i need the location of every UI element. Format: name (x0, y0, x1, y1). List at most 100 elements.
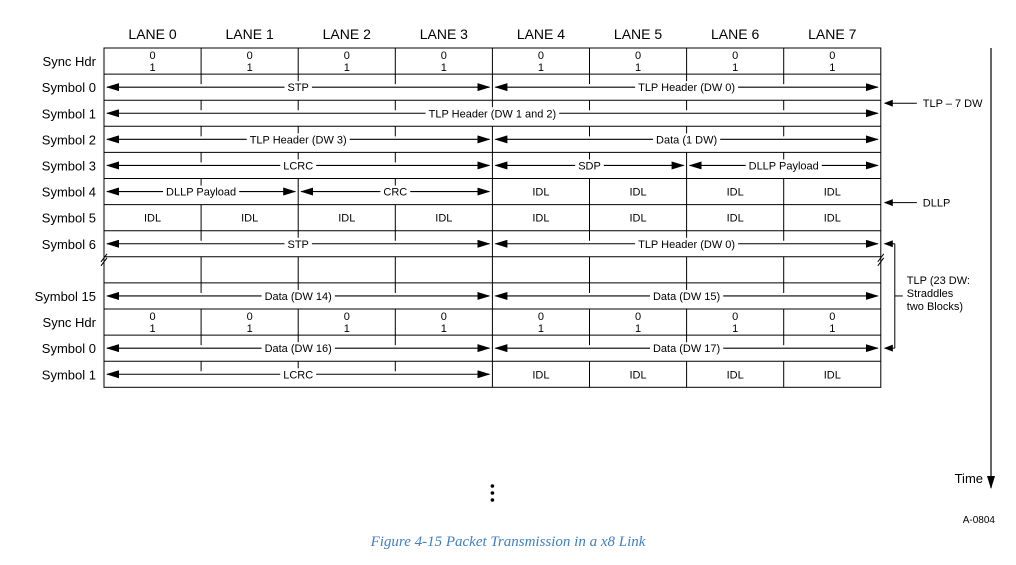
row-symbol-0: Symbol 0 Data (DW 16) Data (DW 17) (42, 341, 879, 356)
sync-bit-1: 1 (441, 323, 447, 335)
lane-grid (103, 47, 882, 388)
sync-bit-0: 0 (441, 311, 447, 323)
lane-header-1: LANE 1 (226, 26, 274, 42)
cell-idl: IDL (435, 213, 452, 225)
span-label-data-dw-14: Data (DW 14) (265, 291, 332, 303)
row-label: Symbol 1 (42, 367, 96, 382)
sync-bit-0: 0 (149, 311, 155, 323)
span-label-bg (745, 159, 822, 172)
continuation-dot (490, 491, 495, 495)
break-mark (877, 257, 885, 267)
cell-idl: IDL (144, 213, 161, 225)
tlp-23dw-label-line: two Blocks) (907, 301, 963, 313)
cell-idl: IDL (727, 369, 744, 381)
span-label-data-dw-16: Data (DW 16) (265, 343, 332, 355)
cell-idl: IDL (629, 213, 646, 225)
lane-header-3: LANE 3 (420, 26, 468, 42)
span-label-stp: STP (287, 239, 308, 251)
break-mark (100, 253, 108, 263)
row-label: Sync Hdr (43, 315, 97, 330)
sync-bit-1: 1 (149, 323, 155, 335)
cell-idl: IDL (338, 213, 355, 225)
lane-headers: LANE 0 LANE 1 LANE 2 LANE 3 LANE 4 LANE 5 LANE… (128, 26, 856, 42)
sync-bit-0: 0 (149, 50, 155, 62)
span-label-bg (649, 342, 724, 355)
span-label-tlp-header-dw-3: TLP Header (DW 3) (250, 134, 347, 146)
sync-bit-0: 0 (344, 50, 350, 62)
break-mark (877, 253, 885, 263)
continuation-dot (490, 498, 495, 502)
cell-idl: IDL (727, 213, 744, 225)
span-label-data-dw-17: Data (DW 17) (653, 343, 720, 355)
span-label-bg (284, 81, 312, 94)
figure-id: A-0804 (963, 515, 996, 526)
row-label: Symbol 0 (42, 341, 96, 356)
cell-idl: IDL (532, 213, 549, 225)
cell-idl: IDL (824, 213, 841, 225)
sync-bit-0: 0 (344, 311, 350, 323)
lane-header-2: LANE 2 (323, 26, 371, 42)
span-label-bg (280, 159, 317, 172)
sync-bit-1: 1 (344, 323, 350, 335)
sync-bit-1: 1 (344, 62, 350, 74)
span-label-bg (635, 81, 739, 94)
span-label-bg (246, 133, 350, 146)
span-label-tlp-header-dw-0: TLP Header (DW 0) (638, 82, 735, 94)
span-label-bg (425, 107, 560, 120)
figure-caption: Figure 4-15 Packet Transmission in a x8 … (370, 534, 646, 550)
span-label-bg (635, 237, 739, 250)
span-label-lcrc: LCRC (283, 369, 313, 381)
sync-bit-0: 0 (538, 311, 544, 323)
sync-bit-0: 0 (732, 50, 738, 62)
span-label-data-dw-15: Data (DW 15) (653, 291, 720, 303)
tlp-23dw-label-line: Straddles (907, 288, 954, 300)
row-label: Symbol 5 (42, 211, 96, 226)
cell-idl: IDL (532, 187, 549, 199)
sync-bit-0: 0 (829, 311, 835, 323)
span-label-bg (380, 185, 411, 198)
sync-bit-0: 0 (635, 50, 641, 62)
lane-header-4: LANE 4 (517, 26, 565, 42)
sync-bit-1: 1 (149, 62, 155, 74)
sync-bit-0: 0 (635, 311, 641, 323)
span-label-lcrc: LCRC (283, 160, 313, 172)
lane-header-0: LANE 0 (128, 26, 176, 42)
sync-bit-1: 1 (635, 62, 641, 74)
cell-idl: IDL (824, 187, 841, 199)
sync-bit-1: 1 (247, 62, 253, 74)
time-label: Time (955, 471, 983, 486)
cell-idl: IDL (824, 369, 841, 381)
span-label-bg (163, 185, 240, 198)
row-label: Symbol 0 (42, 80, 96, 95)
sync-bit-1: 1 (635, 323, 641, 335)
lane-header-5: LANE 5 (614, 26, 662, 42)
cell-idl: IDL (629, 369, 646, 381)
span-label-bg (284, 237, 312, 250)
cell-idl: IDL (629, 187, 646, 199)
sync-bit-0: 0 (538, 50, 544, 62)
row-label: Symbol 4 (42, 185, 96, 200)
break-mark (100, 257, 108, 267)
tlp-23dw-label-line: TLP (23 DW: (907, 275, 970, 287)
lane-header-6: LANE 6 (711, 26, 759, 42)
sync-bit-0: 0 (732, 311, 738, 323)
span-label-crc: CRC (383, 187, 407, 199)
span-label-tlp-header-dw-0: TLP Header (DW 0) (638, 239, 735, 251)
sync-bit-1: 1 (829, 323, 835, 335)
sync-bit-1: 1 (829, 62, 835, 74)
sync-bit-1: 1 (732, 62, 738, 74)
span-label-dllp-payload: DLLP Payload (749, 160, 819, 172)
row-label: Sync Hdr (43, 54, 97, 69)
span-label-bg (649, 289, 724, 302)
